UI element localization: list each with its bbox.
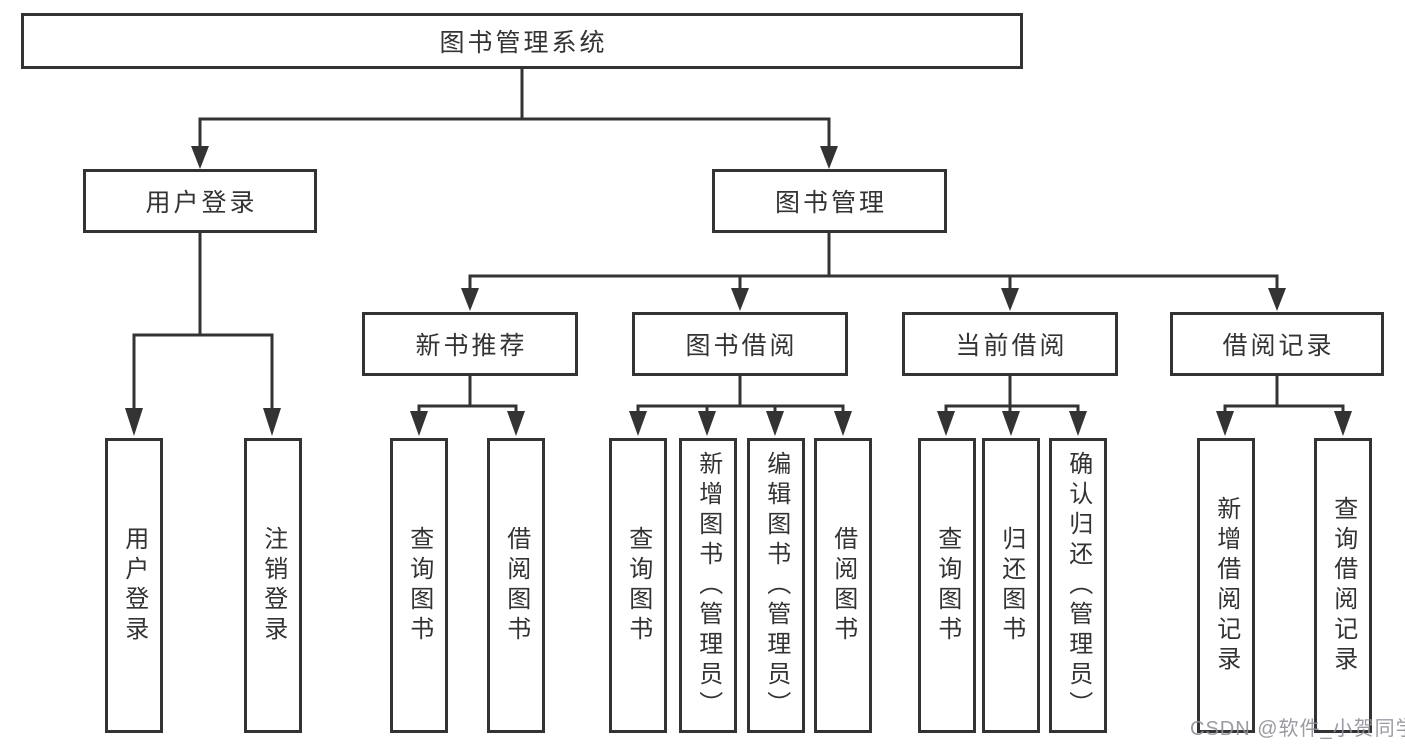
node-current-borrowing-label: 当前借阅 (955, 332, 1068, 360)
node-book-borrowing-label: 图书借阅 (685, 332, 798, 360)
node-book-management-label: 图书管理 (774, 189, 887, 217)
node-user-login-label: 用户登录 (145, 189, 258, 217)
leaf-confirm-return-admin-label: 确认归还（管理员） (1064, 450, 1092, 721)
leaf-add-borrow-record-label: 新增借阅记录 (1212, 495, 1240, 676)
leaf-query-borrow-record: 查询借阅记录 (1314, 438, 1372, 733)
node-borrowing-records: 借阅记录 (1170, 312, 1384, 376)
node-user-login: 用户登录 (83, 169, 317, 233)
connector-root-to-level2 (191, 69, 838, 169)
leaf-query-books-recommend: 查询图书 (390, 438, 448, 733)
leaf-query-books-borrowing: 查询图书 (609, 438, 667, 733)
leaf-confirm-return-admin: 确认归还（管理员） (1049, 438, 1107, 733)
leaf-query-borrow-record-label: 查询借阅记录 (1329, 495, 1357, 676)
leaf-return-books: 归还图书 (982, 438, 1040, 733)
leaf-add-borrow-record: 新增借阅记录 (1197, 438, 1255, 733)
node-root: 图书管理系统 (21, 13, 1023, 69)
leaf-logout: 注销登录 (244, 438, 302, 733)
connector-book-borrowing-to-leaves (629, 376, 852, 436)
leaf-user-login-label: 用户登录 (120, 525, 148, 646)
node-borrowing-records-label: 借阅记录 (1222, 332, 1335, 360)
leaf-edit-books-admin: 编辑图书（管理员） (747, 438, 805, 733)
leaf-query-books-current: 查询图书 (918, 438, 976, 733)
leaf-add-books-admin: 新增图书（管理员） (679, 438, 737, 733)
leaf-borrow-books-recommend: 借阅图书 (487, 438, 545, 733)
node-book-borrowing: 图书借阅 (632, 312, 848, 376)
leaf-borrow-books-label: 借阅图书 (829, 525, 857, 646)
leaf-borrow-books: 借阅图书 (814, 438, 872, 733)
leaf-query-books-recommend-label: 查询图书 (405, 525, 433, 646)
leaf-return-books-label: 归还图书 (997, 525, 1025, 646)
connector-new-book-recommend-to-leaves (410, 376, 525, 436)
node-new-book-recommend-label: 新书推荐 (415, 332, 528, 360)
connector-borrowing-records-to-leaves (1216, 376, 1352, 436)
leaf-add-books-admin-label: 新增图书（管理员） (694, 450, 722, 721)
leaf-logout-label: 注销登录 (259, 525, 287, 646)
node-root-label: 图书管理系统 (439, 29, 608, 57)
node-new-book-recommend: 新书推荐 (362, 312, 578, 376)
connector-user-login-to-leaves (125, 233, 281, 436)
connector-current-borrowing-to-leaves (937, 376, 1087, 436)
connector-book-management-to-level3 (461, 233, 1286, 311)
node-book-management: 图书管理 (712, 169, 947, 233)
leaf-query-books-borrowing-label: 查询图书 (624, 525, 652, 646)
leaf-borrow-books-recommend-label: 借阅图书 (502, 525, 530, 646)
node-current-borrowing: 当前借阅 (902, 312, 1118, 376)
leaf-user-login: 用户登录 (105, 438, 163, 733)
leaf-edit-books-admin-label: 编辑图书（管理员） (762, 450, 790, 721)
leaf-query-books-current-label: 查询图书 (933, 525, 961, 646)
watermark: CSDN @软件_小贺同学 (1190, 718, 1405, 740)
